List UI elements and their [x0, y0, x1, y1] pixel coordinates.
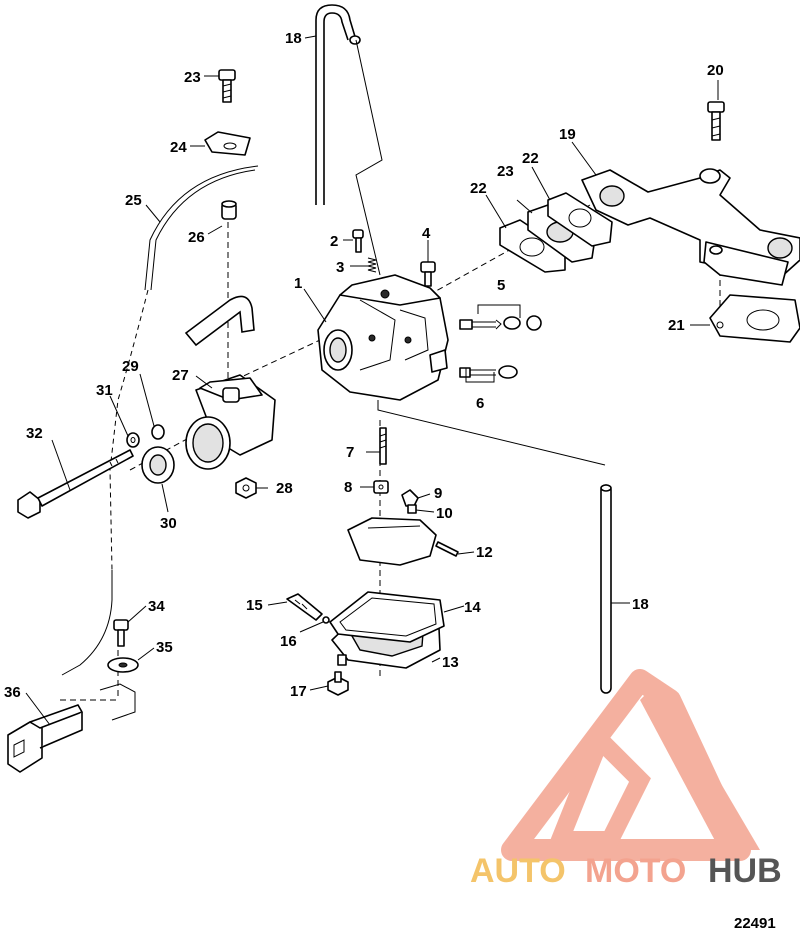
- callout-29: 28: [276, 480, 293, 497]
- callout-5: 5: [497, 277, 505, 294]
- callout-6: 6: [476, 395, 484, 412]
- callout-4: 4: [422, 225, 431, 242]
- callout-28: 27: [172, 367, 189, 384]
- callout-18-bottom: 18: [632, 596, 649, 613]
- elbow-hose: [184, 295, 255, 347]
- callout-34: 34: [148, 598, 165, 615]
- callout-10: 10: [436, 505, 453, 522]
- washer-32: [126, 432, 140, 448]
- callout-22-right: 22: [522, 150, 539, 167]
- watermark-logo: [501, 669, 760, 861]
- callout-36: 36: [4, 684, 21, 701]
- callout-8: 8: [344, 479, 352, 496]
- screw-4: [420, 261, 436, 287]
- watermark-text-auto: AUTO: [470, 852, 566, 890]
- callout-27: 26: [188, 229, 205, 246]
- pin-12: [435, 541, 459, 557]
- drain-screw-15: [286, 593, 323, 621]
- o-ring-16: [322, 616, 330, 624]
- screw-17: [327, 671, 349, 696]
- callout-7: 7: [346, 444, 354, 461]
- gasket-22-left: [499, 219, 566, 273]
- watermark-text-moto: MOTO: [585, 852, 686, 890]
- screen-31: [141, 446, 175, 484]
- float-valve-9-10: [401, 489, 419, 514]
- nut-29: [235, 477, 257, 499]
- gasket-21: [709, 294, 800, 343]
- callout-30: 29: [122, 358, 139, 375]
- callout-35: 35: [156, 639, 173, 656]
- bushing-27: [221, 200, 237, 220]
- spring-3: [367, 257, 377, 273]
- carburetor-body-1: [317, 274, 449, 401]
- bracket-25: [204, 131, 251, 156]
- main-jet-8: [373, 480, 389, 494]
- bowl-gasket-14: [329, 591, 445, 643]
- choke-cable-26: [61, 165, 259, 676]
- callout-19: 19: [559, 126, 576, 143]
- callout-26: 25: [125, 192, 142, 209]
- callout-15: 15: [246, 597, 263, 614]
- washer-35: [107, 657, 139, 673]
- fuel-hose-upper: [315, 4, 383, 276]
- watermark-text-hub: HUB: [708, 852, 782, 890]
- fuel-hose-lower: [377, 400, 612, 694]
- callout-18-top: 18: [285, 30, 302, 47]
- jet-7: [379, 427, 387, 465]
- float-11: [347, 517, 437, 566]
- screw-34: [113, 619, 129, 647]
- callout-labels: 18 23 24 25 26 1 2 3 4 5 6 22 23 22 19 2…: [4, 30, 776, 932]
- callout-17: 17: [290, 683, 307, 700]
- intake-manifold-19: [581, 168, 800, 286]
- callout-31: 30: [160, 515, 177, 532]
- callout-21: 21: [668, 317, 685, 334]
- intake-throat-28: [185, 374, 276, 470]
- callout-20: 20: [707, 62, 724, 79]
- callout-12: 12: [476, 544, 493, 561]
- callout-9: 9: [434, 485, 442, 502]
- idle-screw-5: [459, 315, 542, 331]
- callout-24: 23: [184, 69, 201, 86]
- bolt-20: [707, 101, 725, 141]
- leader-lines: [25, 35, 719, 726]
- gasket-22-right: [547, 192, 613, 247]
- callout-22-left: 22: [470, 180, 487, 197]
- callout-23: 23: [497, 163, 514, 180]
- screw-2: [352, 229, 364, 253]
- mixture-screw-6: [459, 365, 518, 379]
- choke-knob-36: [7, 683, 136, 773]
- callout-14: 14: [464, 599, 481, 616]
- long-bolt-33: [17, 449, 134, 519]
- callout-25: 24: [170, 139, 187, 156]
- spacer-30: [151, 424, 165, 440]
- callout-32: 31: [96, 382, 113, 399]
- callout-33: 32: [26, 425, 43, 442]
- callout-13: 13: [442, 654, 459, 671]
- figure-reference-number: 22491: [734, 915, 776, 932]
- callout-3: 3: [336, 259, 344, 276]
- callout-1: 1: [294, 275, 302, 292]
- callout-16: 16: [280, 633, 297, 650]
- screw-24: [218, 69, 236, 103]
- callout-2: 2: [330, 233, 338, 250]
